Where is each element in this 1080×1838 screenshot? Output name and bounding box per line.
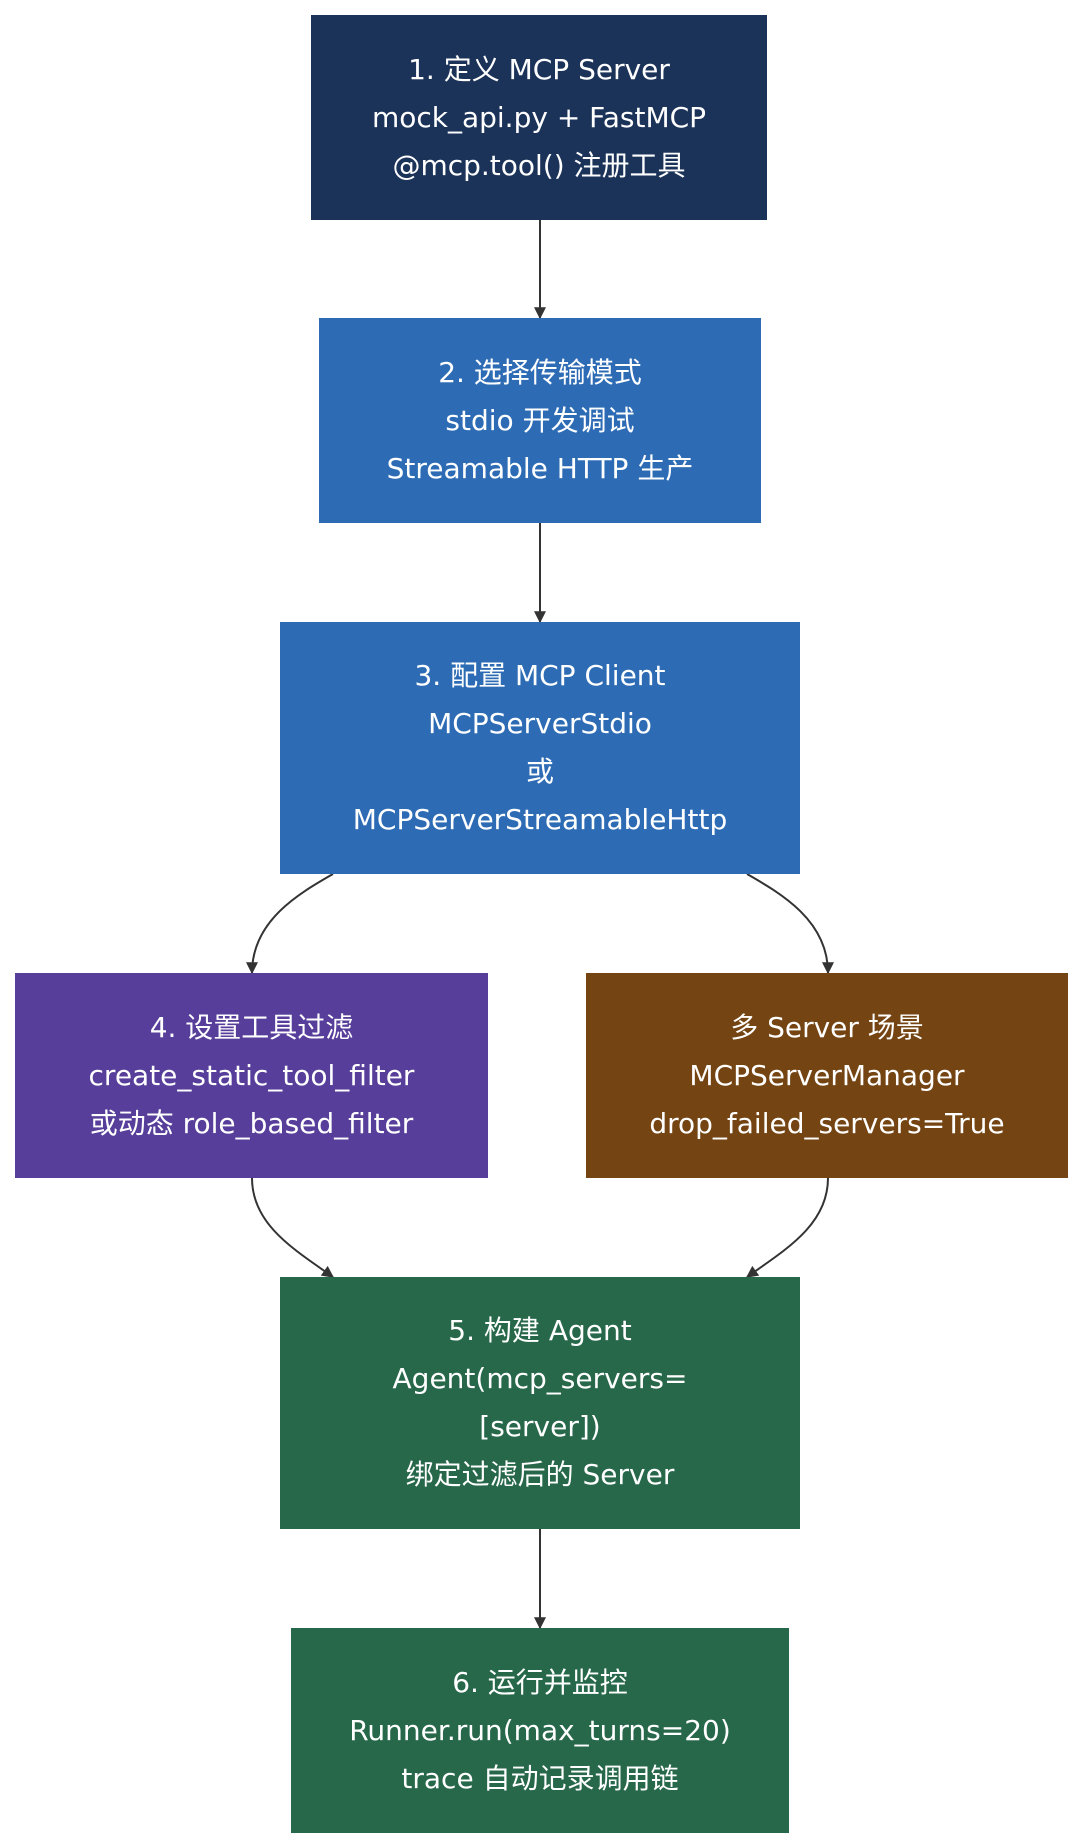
edge-multi-server-to-agent [746,1177,829,1278]
node-transport: 2. 选择传输模式 stdio 开发调试 Streamable HTTP 生产 [319,318,761,523]
node-line: 多 Server 场景 [730,1010,924,1044]
node-line: [server]) [479,1410,601,1443]
node-line: 或 [525,755,554,788]
node-client: 3. 配置 MCP Client MCPServerStdio 或 MCPSer… [280,622,800,874]
node-line: MCPServerManager [689,1058,965,1092]
node-line: MCPServerStreamableHttp [352,803,728,836]
edge-filter-to-agent [251,1177,334,1278]
node-line: 5. 构建 Agent [448,1314,632,1347]
node-line: mock_api.py + FastMCP [371,100,707,134]
node-line: Runner.run(max_turns=20) [349,1713,731,1747]
node-line: Streamable HTTP 生产 [386,451,694,485]
node-line: drop_failed_servers=True [649,1106,1005,1140]
edge-client-to-multi-server [746,873,834,975]
node-run: 6. 运行并监控 Runner.run(max_turns=20) trace … [291,1628,789,1833]
node-line: Agent(mcp_servers= [392,1362,688,1395]
node-define-server: 1. 定义 MCP Server mock_api.py + FastMCP @… [311,15,767,220]
node-line: create_static_tool_filter [88,1058,415,1092]
node-line: 2. 选择传输模式 [438,355,642,389]
node-line: @mcp.tool() 注册工具 [392,148,686,182]
node-line: trace 自动记录调用链 [401,1761,679,1795]
node-line: 或动态 role_based_filter [89,1106,414,1140]
node-line: 绑定过滤后的 Server [405,1458,675,1491]
node-line: MCPServerStdio [428,707,652,740]
edge-client-to-filter [246,873,334,975]
node-filter: 4. 设置工具过滤 create_static_tool_filter 或动态 … [15,973,488,1178]
node-line: 4. 设置工具过滤 [149,1010,354,1044]
node-line: 6. 运行并监控 [452,1665,628,1699]
node-line: stdio 开发调试 [445,403,635,437]
node-agent: 5. 构建 Agent Agent(mcp_servers= [server])… [280,1277,800,1529]
node-line: 1. 定义 MCP Server [408,52,670,86]
node-multi-server: 多 Server 场景 MCPServerManager drop_failed… [586,973,1068,1178]
node-line: 3. 配置 MCP Client [414,659,666,692]
